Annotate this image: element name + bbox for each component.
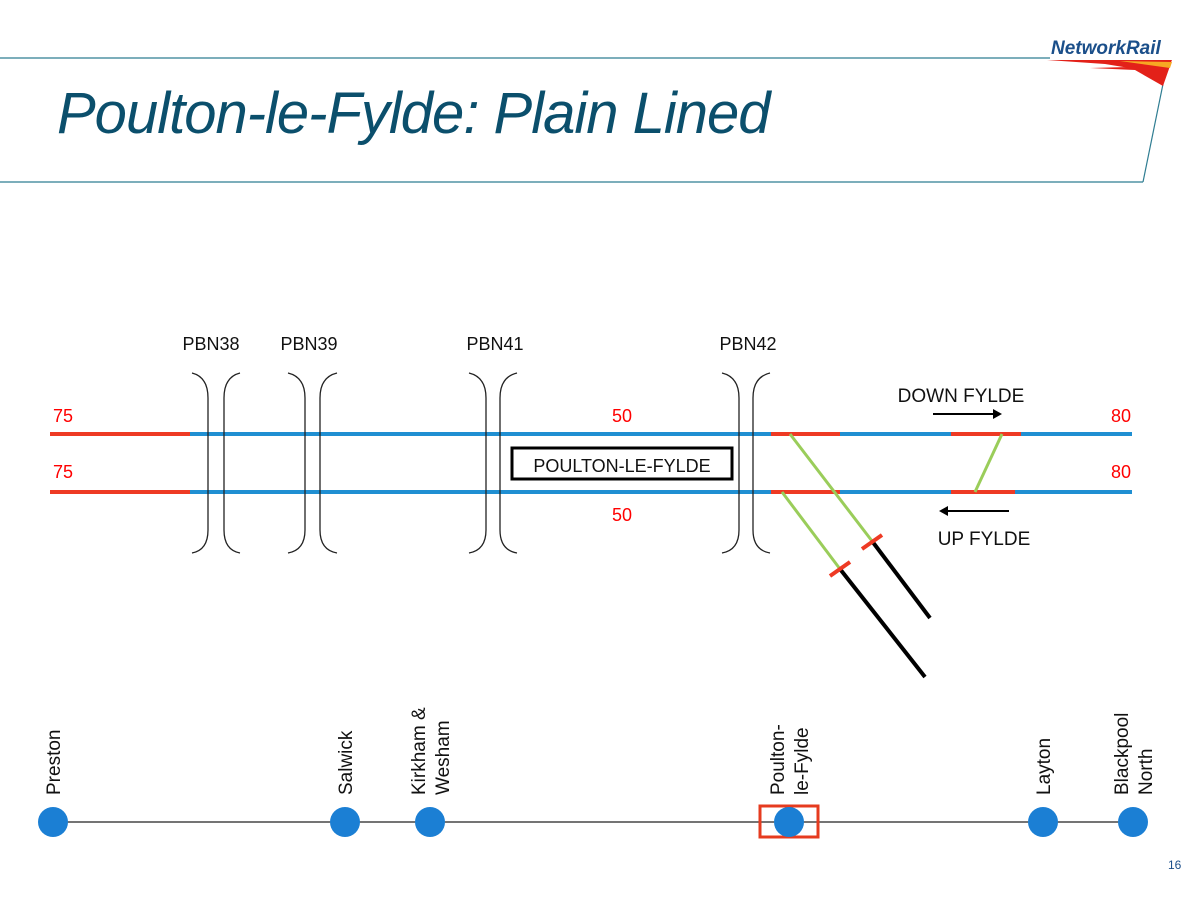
boundary-label-pbn41: PBN41 [466,334,523,354]
up-speed-right-label: 80 [1111,462,1131,482]
station-name-box [510,446,734,481]
junction-link-down [788,433,874,542]
station-dot-layton [1028,807,1058,837]
branch-stop-marker-1 [860,533,884,551]
boundary-label-pbn39: PBN39 [280,334,337,354]
route-stations: Preston Salwick Kirkham &Wesham Poulton-le-… [38,707,1157,839]
station-label-salwick: Salwick [336,730,357,795]
junction-link-up [780,491,842,570]
station-label-layton: Layton [1034,738,1055,795]
station-dot-salwick [330,807,360,837]
down-speed-right-label: 80 [1111,406,1131,426]
up-speed-mid-label: 50 [612,505,632,525]
station-label-blackpool-north: Blackpool [1112,713,1133,795]
up-direction-arrow-icon [939,506,1009,516]
boundary-brackets [191,372,771,554]
station-label-poulton-le-fylde: Poulton- [768,724,789,795]
network-rail-logo-text: NetworkRail [1051,38,1161,59]
header-slant-rule [1142,83,1164,183]
station-label-preston: Preston [44,730,65,795]
boundary-label-pbn38: PBN38 [182,334,239,354]
down-fylde-label: DOWN FYLDE [898,386,1025,407]
station-label-kirkham-wesham: Wesham [433,720,454,795]
up-speed-left-label: 75 [53,462,73,482]
branch-line-1 [870,539,932,620]
station-label-poulton-le-fylde: le-Fylde [792,727,813,795]
station-label-blackpool-north: North [1136,749,1157,795]
station-dot-blackpool-north [1118,807,1148,837]
station-dot-preston [38,807,68,837]
station-dot-kirkham-wesham [415,807,445,837]
fylde-crossover [973,433,1004,493]
up-fylde-label: UP FYLDE [938,529,1031,550]
down-speed-mid-label: 50 [612,406,632,426]
down-direction-arrow-icon [933,409,1002,419]
station-label-kirkham-wesham: Kirkham & [409,707,430,795]
network-rail-logo-icon [1047,60,1172,86]
slide-title: Poulton-le-Fylde: Plain Lined [57,81,771,146]
station-dot-poulton-le-fylde [774,807,804,837]
boundary-label-pbn42: PBN42 [719,334,776,354]
down-speed-left-label: 75 [53,406,73,426]
branch-line-2 [838,567,927,679]
branch-stop-marker-2 [828,560,852,578]
station-name-label: POULTON-LE-FYLDE [533,456,710,476]
page-number: 16 [1168,858,1182,872]
